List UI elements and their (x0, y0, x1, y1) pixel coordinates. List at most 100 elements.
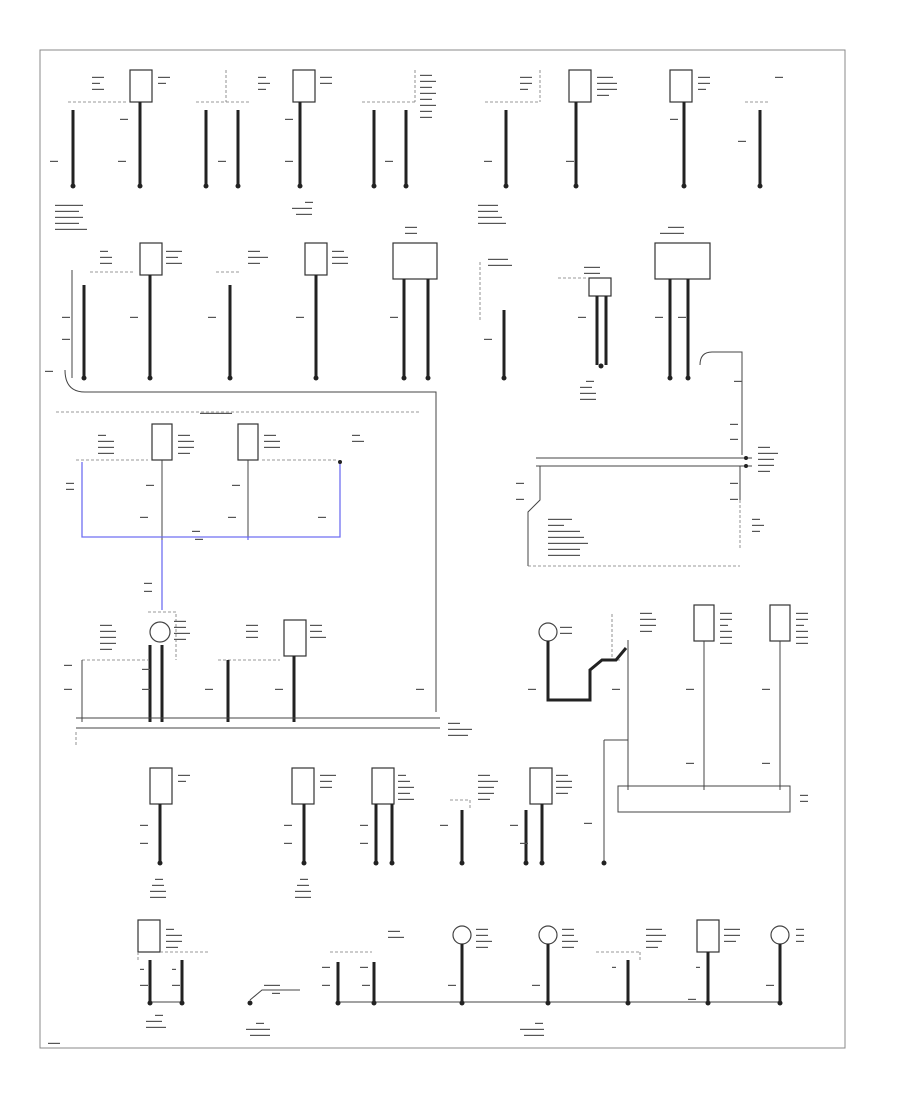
svg-text:▬▬▬▬▬▬: ▬▬▬▬▬▬ (448, 726, 472, 731)
svg-text:▬▬▬: ▬▬▬ (174, 618, 186, 623)
svg-text:▬▬: ▬▬ (322, 964, 330, 969)
svg-text:▬▬▬▬▬▬: ▬▬▬▬▬▬ (55, 220, 79, 225)
svg-text:▬▬▬: ▬▬▬ (100, 260, 112, 265)
svg-text:▬▬: ▬▬ (155, 876, 163, 881)
svg-text:▬▬: ▬▬ (92, 80, 100, 85)
svg-text:▬▬▬: ▬▬▬ (152, 882, 164, 887)
svg-text:▬▬: ▬▬ (528, 686, 536, 691)
svg-text:▬▬▬: ▬▬▬ (720, 616, 732, 621)
svg-text:▬▬▬▬▬: ▬▬▬▬▬ (448, 732, 468, 737)
svg-text:▬▬: ▬▬ (100, 248, 108, 253)
component-box (149, 767, 173, 805)
svg-text:▬▬: ▬▬ (510, 822, 518, 827)
svg-text:▬▬▬▬: ▬▬▬▬ (264, 444, 280, 449)
svg-text:▬▬▬: ▬▬▬ (448, 720, 460, 725)
svg-text:▬▬▬▬▬▬▬▬: ▬▬▬▬▬▬▬▬ (548, 546, 580, 551)
svg-text:▬▬▬: ▬▬▬ (178, 450, 190, 455)
svg-text:▬▬: ▬▬ (140, 982, 148, 987)
svg-text:▬▬▬▬: ▬▬▬▬ (100, 634, 116, 639)
bottom-row-components: ▬▬▬▬▬▬▬▬▬▬▬▬▬ ▬▬▬▬▬▬▬ ▬▬▬▬▬▬▬▬▬▬▬▬▬ ▬▬▬▬… (48, 919, 804, 1045)
svg-text:▬▬: ▬▬ (734, 378, 742, 383)
svg-text:▬▬▬: ▬▬▬ (166, 944, 178, 949)
svg-text:▬▬▬: ▬▬▬ (92, 74, 104, 79)
mid-right-block: ▬▬▬▬▬▬ ▬▬▬▬▬▬▬▬▬▬▬▬▬▬▬▬▬▬▬ ▬▬▬▬▬▬▬▬ ▬▬▬▬… (516, 378, 808, 862)
svg-text:▬: ▬ (140, 966, 144, 971)
svg-text:▬▬▬▬: ▬▬▬▬ (98, 444, 114, 449)
svg-text:▬▬▬: ▬▬▬ (796, 640, 808, 645)
svg-text:▬▬▬: ▬▬▬ (698, 74, 710, 79)
svg-text:▬▬: ▬▬ (796, 622, 804, 627)
svg-text:▬▬▬▬▬: ▬▬▬▬▬ (146, 1024, 166, 1029)
svg-text:▬▬: ▬▬ (45, 368, 53, 373)
svg-text:▬▬: ▬▬ (140, 514, 148, 519)
component-box (237, 423, 259, 461)
component-box (568, 69, 592, 103)
svg-text:▬▬: ▬▬ (670, 116, 678, 121)
svg-text:▬▬▬▬: ▬▬▬▬ (166, 932, 182, 937)
svg-text:▬▬▬▬: ▬▬▬▬ (724, 926, 740, 931)
svg-text:▬▬▬▬▬▬: ▬▬▬▬▬▬ (660, 230, 684, 235)
svg-text:▬▬: ▬▬ (318, 514, 326, 519)
svg-text:▬▬▬: ▬▬▬ (720, 634, 732, 639)
svg-text:▬▬: ▬▬ (284, 840, 292, 845)
svg-text:▬▬▬: ▬▬▬ (562, 926, 574, 931)
svg-text:▬▬▬: ▬▬▬ (310, 628, 322, 633)
svg-text:▬▬▬▬: ▬▬▬▬ (668, 224, 684, 229)
svg-text:▬▬: ▬▬ (322, 982, 330, 987)
svg-text:▬▬▬: ▬▬▬ (158, 74, 170, 79)
svg-text:▬▬: ▬▬ (144, 588, 152, 593)
svg-text:▬▬▬: ▬▬▬ (560, 630, 572, 635)
svg-text:▬▬: ▬▬ (352, 432, 360, 437)
svg-text:▬▬▬▬: ▬▬▬▬ (597, 74, 613, 79)
svg-text:▬▬: ▬▬ (796, 932, 804, 937)
svg-text:▬▬▬: ▬▬▬ (560, 624, 572, 629)
svg-text:▬▬▬▬: ▬▬▬▬ (548, 522, 564, 527)
svg-text:▬▬▬: ▬▬▬ (420, 84, 432, 89)
svg-text:▬▬▬▬: ▬▬▬▬ (584, 270, 600, 275)
svg-text:▬▬▬▬▬: ▬▬▬▬▬ (250, 1032, 270, 1037)
svg-text:▬▬▬▬▬▬▬: ▬▬▬▬▬▬▬ (478, 220, 506, 225)
svg-text:▬▬▬▬: ▬▬▬▬ (320, 772, 336, 777)
svg-text:▬▬▬▬: ▬▬▬▬ (150, 894, 166, 899)
svg-text:▬▬: ▬▬ (142, 666, 150, 671)
svg-text:▬▬▬: ▬▬▬ (405, 230, 417, 235)
lamp-symbol (452, 925, 472, 945)
component-box (151, 423, 173, 461)
svg-text:▬▬▬▬: ▬▬▬▬ (584, 264, 600, 269)
svg-text:▬▬▬: ▬▬▬ (758, 468, 770, 473)
svg-text:▬▬▬▬: ▬▬▬▬ (332, 254, 348, 259)
component-box (129, 69, 153, 103)
svg-text:▬▬▬: ▬▬▬ (562, 944, 574, 949)
svg-text:▬▬▬: ▬▬▬ (310, 622, 322, 627)
svg-text:▬▬▬▬: ▬▬▬▬ (646, 938, 662, 943)
svg-text:▬▬▬: ▬▬▬ (246, 622, 258, 627)
row-1-components: ▬▬▬▬▬▬▬▬ ▬▬▬▬▬ ▬▬▬▬▬▬▬ ▬▬▬▬▬▬ ▬▬▬▬▬▬▬▬▬▬… (50, 69, 783, 231)
svg-text:▬▬▬▬: ▬▬▬▬ (580, 396, 596, 401)
svg-text:▬▬▬▬▬: ▬▬▬▬▬ (248, 254, 268, 259)
svg-text:▬▬▬: ▬▬▬ (405, 224, 417, 229)
svg-text:▬▬: ▬▬ (228, 514, 236, 519)
svg-text:▬▬▬: ▬▬▬ (420, 108, 432, 113)
svg-text:▬▬: ▬▬ (140, 840, 148, 845)
svg-text:▬▬▬▬: ▬▬▬▬ (388, 934, 404, 939)
svg-text:▬▬▬▬: ▬▬▬▬ (556, 784, 572, 789)
svg-text:▬▬▬▬: ▬▬▬▬ (178, 444, 194, 449)
svg-text:▬▬▬▬: ▬▬▬▬ (332, 260, 348, 265)
svg-text:▬▬▬: ▬▬▬ (264, 432, 276, 437)
component-box (137, 919, 161, 953)
svg-text:▬▬: ▬▬ (686, 686, 694, 691)
component-box (291, 767, 315, 805)
svg-text:▬▬: ▬▬ (686, 760, 694, 765)
component-box (139, 242, 163, 276)
svg-text:▬▬▬: ▬▬▬ (597, 92, 609, 97)
svg-text:▬▬▬▬: ▬▬▬▬ (174, 630, 190, 635)
svg-text:▬▬▬▬▬: ▬▬▬▬▬ (292, 205, 312, 210)
svg-text:▬▬▬▬: ▬▬▬▬ (580, 390, 596, 395)
svg-text:▬▬: ▬▬ (738, 138, 746, 143)
component-box (283, 619, 307, 657)
svg-text:▬▬▬▬: ▬▬▬▬ (264, 982, 280, 987)
svg-text:▬▬: ▬▬ (205, 686, 213, 691)
svg-text:▬▬▬: ▬▬▬ (752, 522, 764, 527)
svg-text:▬▬▬: ▬▬▬ (398, 778, 410, 783)
